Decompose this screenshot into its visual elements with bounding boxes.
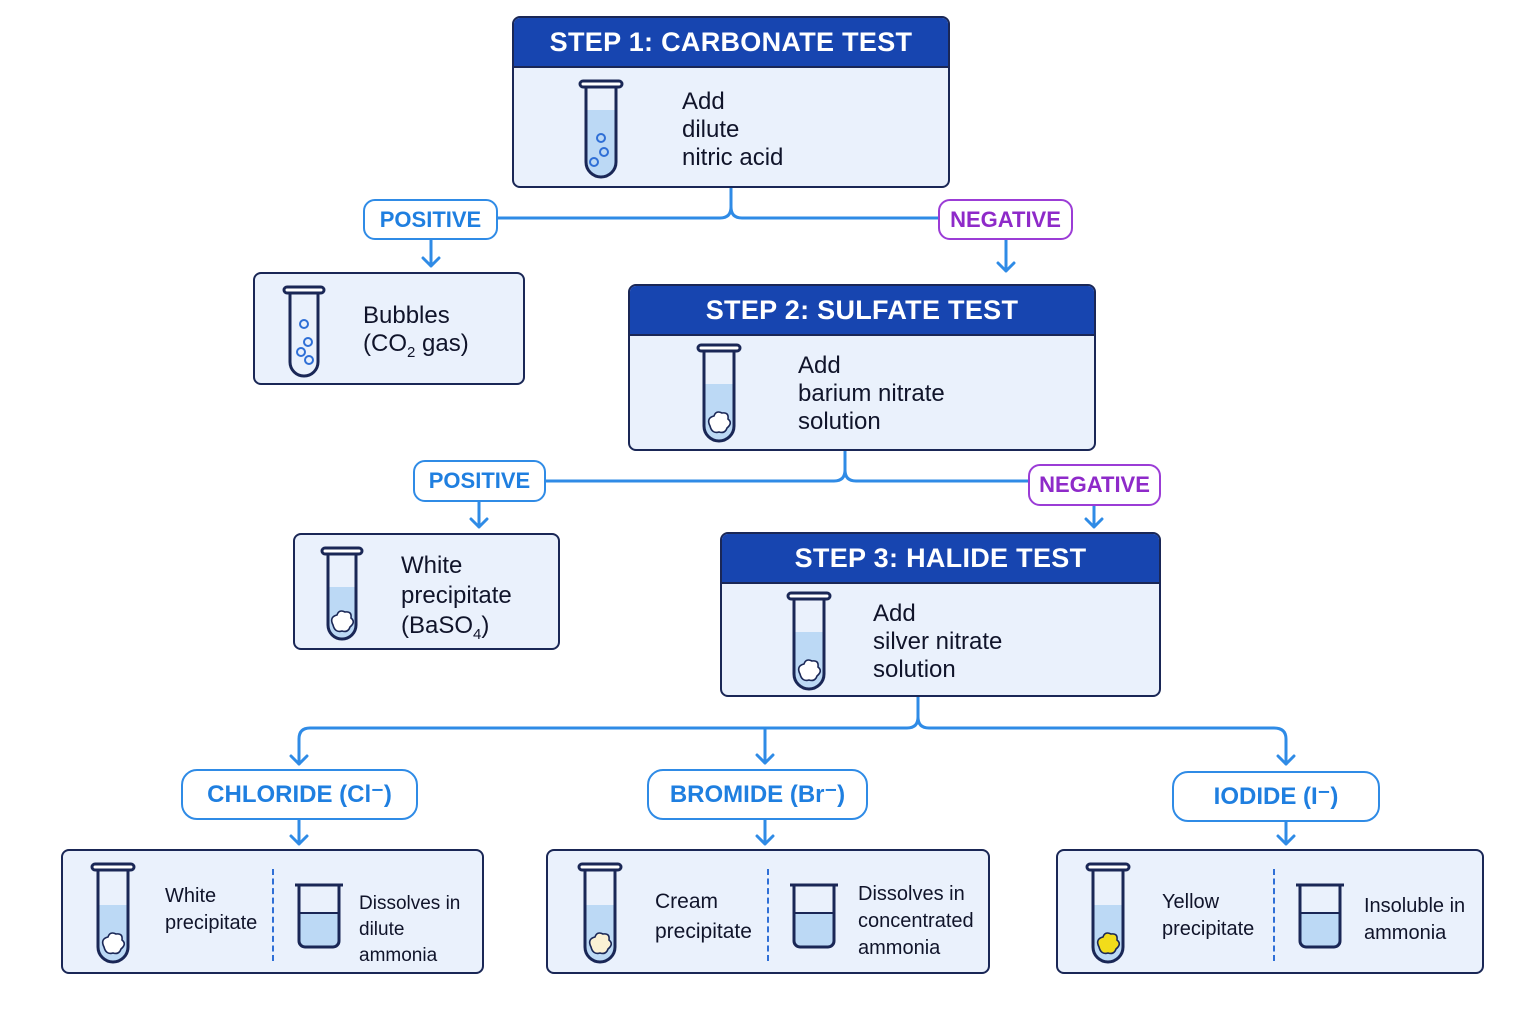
arrow-chloride-result bbox=[289, 818, 309, 846]
halide-label-iodide: IODIDE (I⁻) bbox=[1172, 771, 1380, 822]
test-tube-bubbles-icon bbox=[578, 79, 624, 179]
sulfate-result-box: White precipitate (BaSO4) bbox=[293, 533, 560, 650]
test-tube-precipitate-icon bbox=[577, 862, 623, 964]
step1-instruction: Add dilute nitric acid bbox=[682, 88, 784, 171]
beaker-icon bbox=[295, 883, 343, 949]
iodide-divider bbox=[1273, 869, 1275, 961]
sulfate-result-text: White precipitate (BaSO4) bbox=[401, 551, 512, 648]
iodide-solubility-text: Insoluble in ammonia bbox=[1364, 895, 1466, 944]
beaker-icon bbox=[790, 883, 838, 949]
bromide-divider bbox=[767, 869, 769, 961]
arrow-bromide-result bbox=[755, 818, 775, 846]
beaker-icon bbox=[1296, 883, 1344, 949]
bromide-solubility-text: Dissolves in concentrated ammonia bbox=[858, 883, 974, 959]
bromide-result-box: Cream precipitate Dissolves in concentra… bbox=[546, 849, 990, 974]
connector-step3 bbox=[297, 695, 1288, 766]
step2-box: STEP 2: SULFATE TEST Add barium nitrate … bbox=[628, 284, 1096, 451]
test-tube-precipitate-icon bbox=[90, 862, 136, 964]
connector-step2 bbox=[544, 449, 1032, 483]
test-tube-precipitate-icon bbox=[786, 591, 832, 691]
carbonate-result-line1: Bubbles bbox=[363, 302, 450, 329]
test-tube-precipitate-icon bbox=[320, 546, 364, 641]
step2-negative-label: NEGATIVE bbox=[1028, 464, 1161, 506]
step2-title: STEP 2: SULFATE TEST bbox=[630, 286, 1094, 336]
bromide-precipitate bbox=[588, 932, 613, 955]
test-tube-bubbles-icon bbox=[282, 285, 326, 378]
arrow-chloride bbox=[289, 754, 309, 766]
halide-label-bromide: BROMIDE (Br⁻) bbox=[647, 769, 868, 820]
test-tube-precipitate-icon bbox=[696, 343, 742, 443]
chloride-precipitate bbox=[101, 932, 126, 955]
test-tube-precipitate-icon bbox=[1085, 862, 1131, 964]
bromide-precipitate-text: Cream precipitate bbox=[655, 890, 752, 943]
carbonate-result-box: Bubbles (CO2 gas) bbox=[253, 272, 525, 385]
sulfate-result-line2: precipitate bbox=[401, 582, 512, 609]
carbonate-result-line2: (CO2 gas) bbox=[363, 330, 469, 361]
chloride-precipitate-text: White precipitate bbox=[165, 885, 258, 934]
step1-box: STEP 1: CARBONATE TEST Add dilute nitric… bbox=[512, 16, 950, 188]
carbonate-result-text: Bubbles (CO2 gas) bbox=[363, 302, 469, 367]
arrow-step1-positive bbox=[421, 237, 441, 268]
iodide-precipitate-text: Yellow precipitate bbox=[1162, 891, 1255, 940]
step2-positive-label: POSITIVE bbox=[413, 460, 546, 502]
step1-positive-label: POSITIVE bbox=[363, 199, 498, 240]
step2-instruction: Add barium nitrate solution bbox=[798, 352, 945, 435]
iodide-result-box: Yellow precipitate Insoluble in ammonia bbox=[1056, 849, 1484, 974]
step3-box: STEP 3: HALIDE TEST Add silver nitrate s… bbox=[720, 532, 1161, 697]
sulfate-result-line3: (BaSO4) bbox=[401, 612, 490, 643]
step1-title: STEP 1: CARBONATE TEST bbox=[514, 18, 948, 68]
arrow-bromide bbox=[755, 753, 775, 765]
step3-title: STEP 3: HALIDE TEST bbox=[722, 534, 1159, 584]
chloride-solubility-text: Dissolves in dilute ammonia bbox=[359, 893, 461, 966]
chloride-divider bbox=[272, 869, 274, 961]
connector-step1 bbox=[495, 186, 942, 220]
arrow-iodide-result bbox=[1276, 820, 1296, 846]
sulfate-result-line1: White bbox=[401, 552, 463, 579]
chloride-result-box: White precipitate Dissolves in dilute am… bbox=[61, 849, 484, 974]
step3-instruction: Add silver nitrate solution bbox=[873, 600, 1003, 683]
arrow-step2-negative bbox=[1084, 504, 1104, 529]
halide-label-chloride: CHLORIDE (Cl⁻) bbox=[181, 769, 418, 820]
iodide-precipitate bbox=[1096, 932, 1121, 955]
arrow-step1-negative bbox=[996, 238, 1016, 273]
arrow-step2-positive bbox=[469, 500, 489, 529]
arrow-iodide bbox=[1276, 754, 1296, 766]
step1-negative-label: NEGATIVE bbox=[938, 199, 1073, 240]
